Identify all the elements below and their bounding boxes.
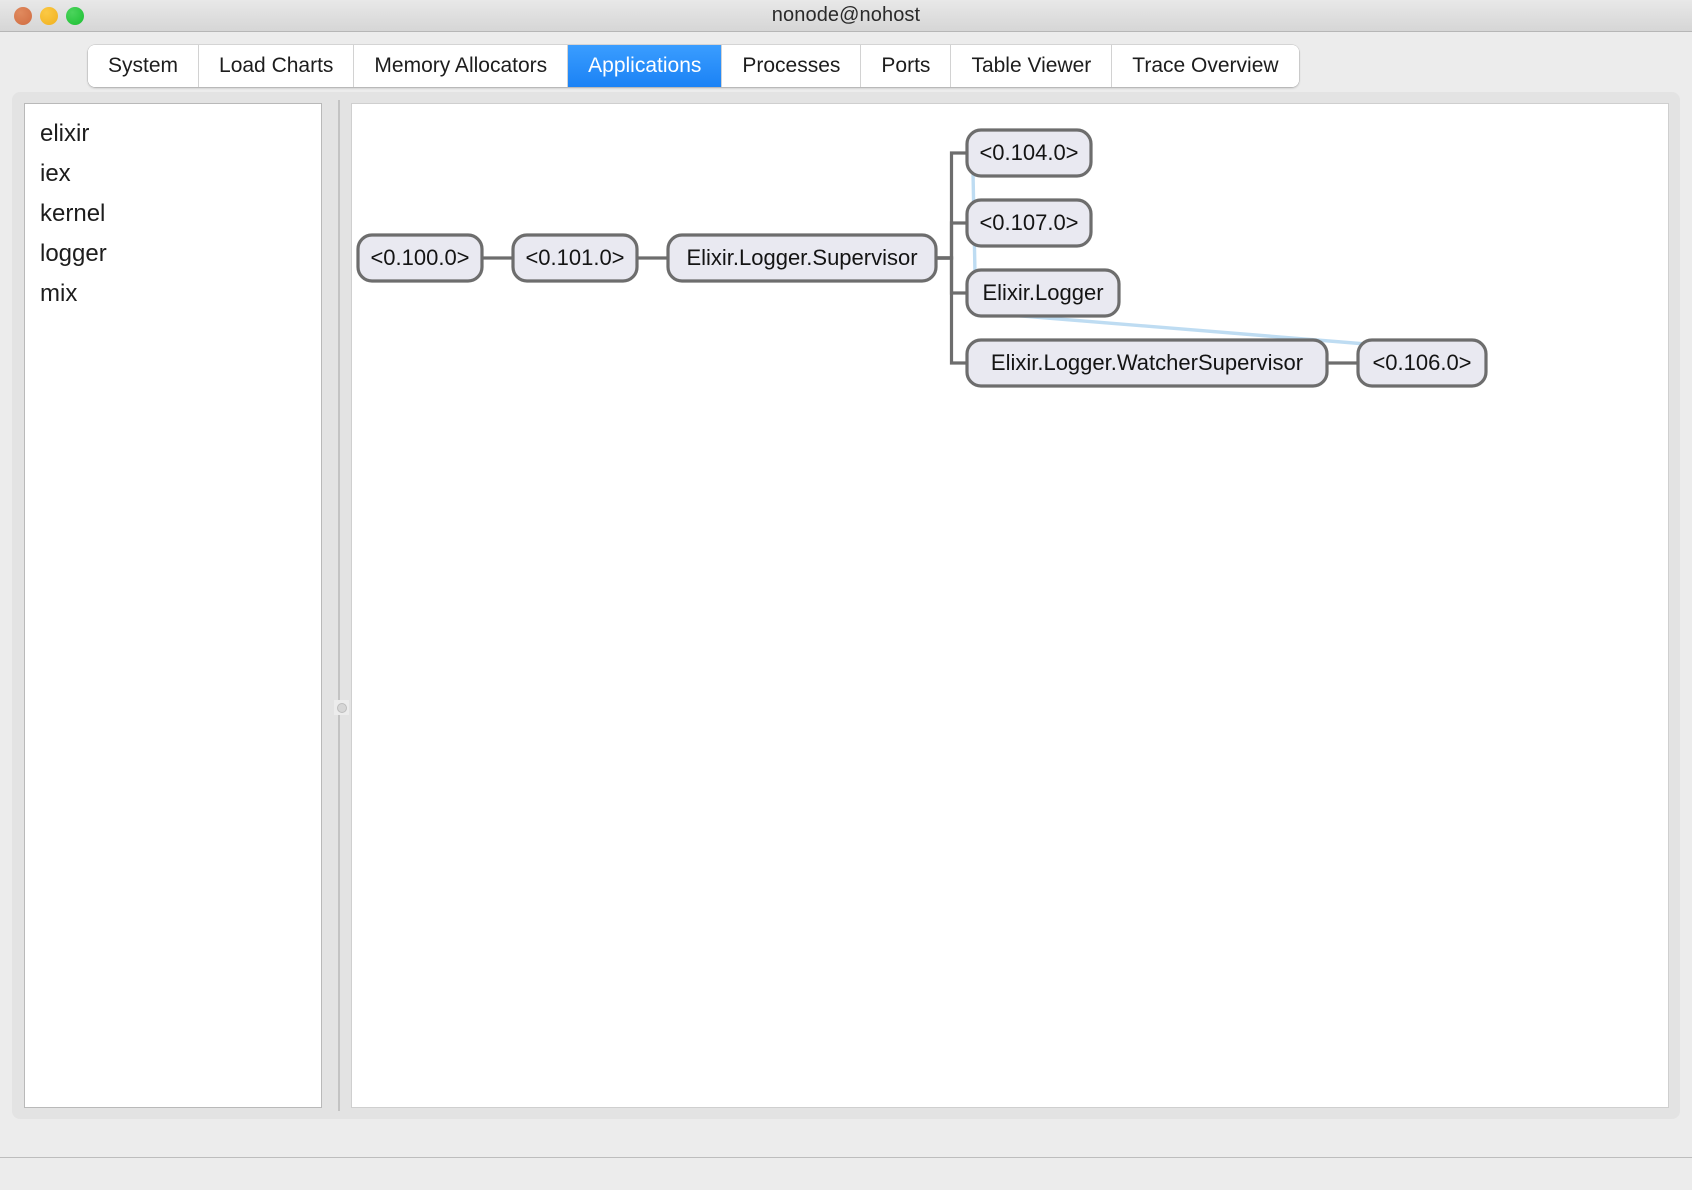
tree-node-box[interactable] bbox=[356, 233, 484, 283]
tree-node[interactable]: <0.107.0> bbox=[965, 198, 1093, 248]
sidebar-item-kernel[interactable]: kernel bbox=[40, 200, 106, 227]
tree-node-box[interactable] bbox=[965, 268, 1121, 318]
window-controls bbox=[14, 7, 84, 25]
application-list: elixir iex kernel logger mix bbox=[25, 114, 321, 314]
tree-node[interactable]: Elixir.Logger bbox=[965, 268, 1121, 318]
tree-node-label: Elixir.Logger.Supervisor bbox=[686, 245, 917, 270]
tree-node-box[interactable] bbox=[1356, 338, 1488, 388]
tab-memory-allocators[interactable]: Memory Allocators bbox=[354, 45, 569, 87]
tree-node[interactable]: <0.104.0> bbox=[965, 128, 1093, 178]
tree-node[interactable]: <0.100.0> bbox=[356, 233, 484, 283]
tree-node-label: <0.100.0> bbox=[370, 245, 469, 270]
sidebar-item-elixir[interactable]: elixir bbox=[40, 120, 90, 147]
close-button[interactable] bbox=[14, 7, 32, 25]
tree-node-box[interactable] bbox=[965, 128, 1093, 178]
bottom-divider bbox=[0, 1157, 1692, 1158]
tab-processes[interactable]: Processes bbox=[722, 45, 862, 87]
minimize-button[interactable] bbox=[40, 7, 58, 25]
tree-node-label: <0.107.0> bbox=[979, 210, 1078, 235]
window-title: nonode@nohost bbox=[771, 4, 921, 26]
tree-node[interactable]: <0.106.0> bbox=[1356, 338, 1488, 388]
tree-node-label: Elixir.Logger.WatcherSupervisor bbox=[991, 350, 1303, 375]
splitter-line bbox=[338, 100, 340, 1111]
application-list-panel[interactable]: elixir iex kernel logger mix bbox=[24, 103, 322, 1108]
tree-node-box[interactable] bbox=[511, 233, 639, 283]
resize-handle-dot-icon bbox=[337, 703, 347, 713]
content-area: elixir iex kernel logger mix <0.100.0> <0.101… bbox=[12, 92, 1680, 1119]
tree-node-label: Elixir.Logger bbox=[982, 280, 1103, 305]
panel-splitter[interactable] bbox=[334, 92, 350, 1119]
tree-node-label: <0.101.0> bbox=[525, 245, 624, 270]
sidebar-item-mix[interactable]: mix bbox=[40, 280, 78, 307]
window-titlebar: nonode@nohost bbox=[0, 0, 1692, 32]
tab-table-viewer[interactable]: Table Viewer bbox=[951, 45, 1113, 87]
tree-node-label: <0.104.0> bbox=[979, 140, 1078, 165]
zoom-button[interactable] bbox=[66, 7, 84, 25]
tab-ports[interactable]: Ports bbox=[861, 45, 952, 87]
resize-handle-icon[interactable] bbox=[334, 700, 349, 715]
supervision-tree-panel[interactable]: <0.100.0> <0.101.0> Elixir.Logger.Supervis… bbox=[351, 103, 1669, 1108]
tree-node-box[interactable] bbox=[965, 338, 1329, 388]
tab-load-charts[interactable]: Load Charts bbox=[199, 45, 355, 87]
bottom-bar bbox=[0, 1158, 1692, 1190]
tree-node-box[interactable] bbox=[666, 233, 938, 283]
sidebar-item-iex[interactable]: iex bbox=[40, 160, 71, 187]
tree-node-label: <0.106.0> bbox=[1372, 350, 1471, 375]
supervision-tree-diagram: <0.100.0> <0.101.0> Elixir.Logger.Supervis… bbox=[356, 128, 1488, 388]
tree-node[interactable]: <0.101.0> bbox=[511, 233, 639, 283]
tab-applications[interactable]: Applications bbox=[568, 45, 723, 87]
tab-trace-overview[interactable]: Trace Overview bbox=[1112, 45, 1299, 87]
tree-node[interactable]: Elixir.Logger.Supervisor bbox=[666, 233, 938, 283]
tree-node[interactable]: Elixir.Logger.WatcherSupervisor bbox=[965, 338, 1329, 388]
tree-edge-sup-wsup bbox=[936, 256, 967, 365]
sidebar-item-logger[interactable]: logger bbox=[40, 240, 107, 267]
tree-node-box[interactable] bbox=[965, 198, 1093, 248]
tree-edge-sup-p107 bbox=[936, 221, 967, 260]
tab-system[interactable]: System bbox=[88, 45, 200, 87]
